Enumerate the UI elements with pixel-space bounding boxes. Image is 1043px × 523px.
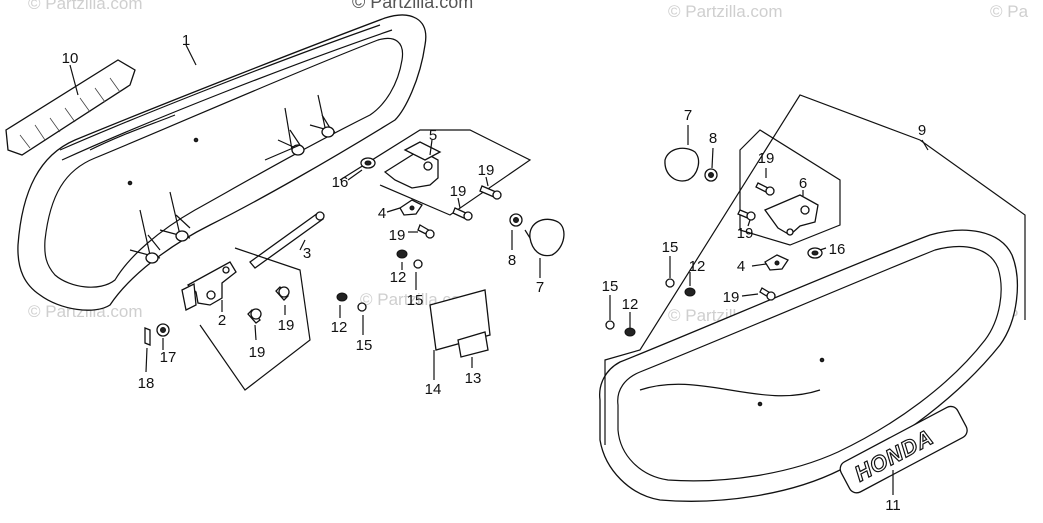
callout-10: 10 [62, 50, 79, 67]
callout-19: 19 [278, 317, 295, 334]
callout-12: 12 [689, 258, 706, 275]
callout-labels: 1 10 5 16 4 19 19 19 12 15 3 2 19 19 12 … [62, 32, 927, 514]
callout-16: 16 [829, 241, 846, 258]
callout-5: 5 [429, 127, 437, 144]
watermark: © Partzilla.com [668, 2, 783, 21]
watermark: © Partzilla.com [28, 0, 143, 13]
callout-17: 17 [160, 349, 177, 366]
callout-19: 19 [737, 225, 754, 242]
callout-19: 19 [478, 162, 495, 179]
callout-15: 15 [602, 278, 619, 295]
watermark: © Partzilla.com [352, 0, 474, 12]
callout-19: 19 [758, 150, 775, 167]
callout-12: 12 [622, 296, 639, 313]
callout-8: 8 [709, 130, 717, 147]
callout-19: 19 [389, 227, 406, 244]
saddlebag-lid-left [17, 14, 427, 311]
leader-lines [69, 44, 929, 495]
label-plates [429, 289, 491, 358]
callout-12: 12 [390, 269, 407, 286]
callout-14: 14 [425, 381, 442, 398]
hinge-rod [249, 211, 325, 269]
callout-12: 12 [331, 319, 348, 336]
lock-knob-left [509, 213, 565, 257]
callout-19: 19 [249, 344, 266, 361]
callout-1: 1 [182, 32, 190, 49]
callout-16: 16 [332, 174, 349, 191]
callout-7: 7 [684, 107, 692, 124]
hinge-bracket-left-lower [181, 261, 237, 311]
callout-8: 8 [508, 252, 516, 269]
callout-6: 6 [799, 175, 807, 192]
callout-15: 15 [407, 292, 424, 309]
small-parts-right [605, 147, 823, 337]
callout-9: 9 [918, 122, 926, 139]
small-parts-left [144, 157, 502, 346]
watermark: © Pa [990, 2, 1029, 21]
callout-15: 15 [356, 337, 373, 354]
callout-2: 2 [218, 312, 226, 329]
callout-3: 3 [303, 245, 311, 262]
watermark: © Partzilla.com [28, 302, 143, 321]
callout-4: 4 [378, 205, 386, 222]
callout-19: 19 [723, 289, 740, 306]
emblem-strip-left [5, 59, 136, 156]
callout-15: 15 [662, 239, 679, 256]
callout-19: 19 [450, 183, 467, 200]
saddlebag-lid-right [599, 229, 1018, 502]
callout-11: 11 [885, 497, 901, 514]
callout-4: 4 [737, 258, 745, 275]
hinge-bracket-right-upper [383, 141, 442, 189]
callout-7: 7 [536, 279, 544, 296]
callout-18: 18 [138, 375, 155, 392]
callout-13: 13 [465, 370, 482, 387]
